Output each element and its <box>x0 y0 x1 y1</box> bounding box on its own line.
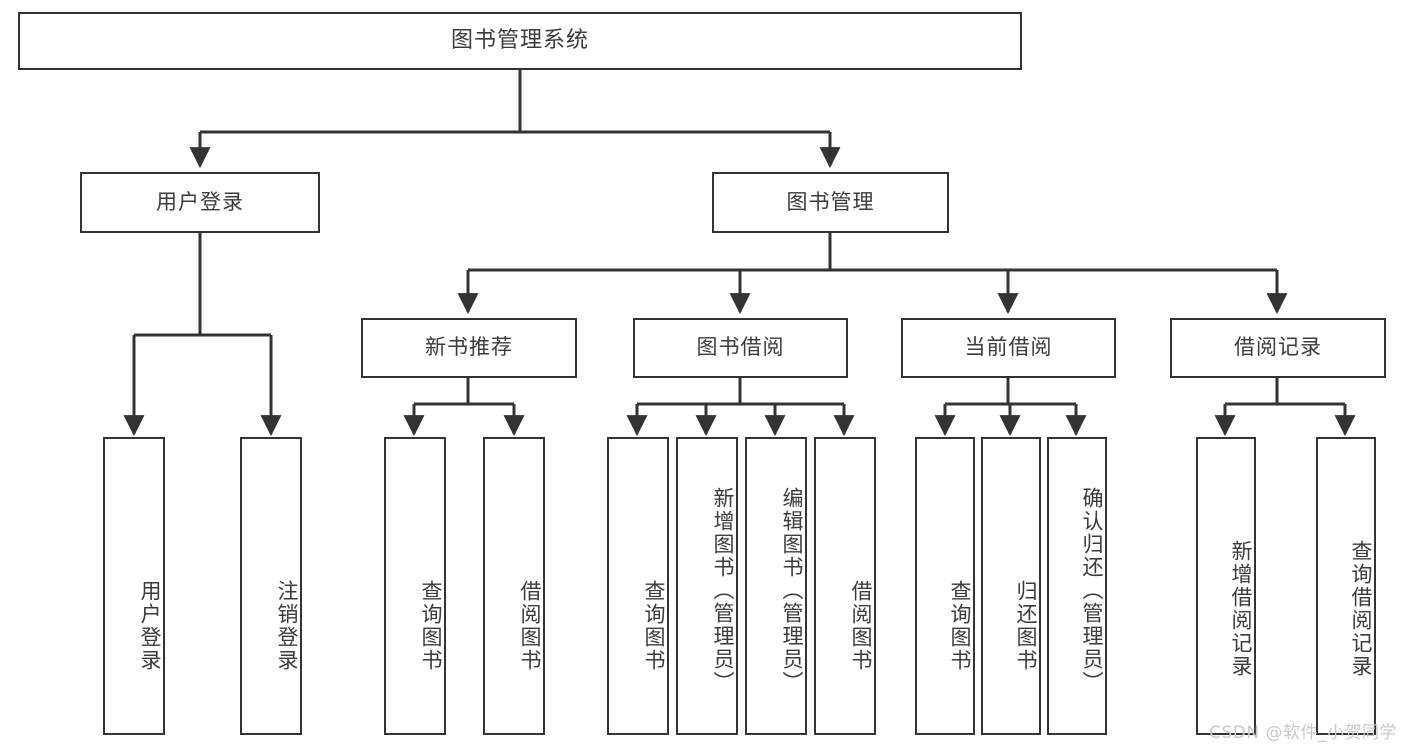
leaf-book-borrow-query[interactable]: 查询图书 <box>607 437 669 735</box>
leaf-current-borrow-confirm-return[interactable]: 确认归还（管理员） <box>1047 437 1107 735</box>
node-book-borrow[interactable]: 图书借阅 <box>633 318 848 378</box>
leaf-user-login-login[interactable]: 用户登录 <box>103 437 165 735</box>
leaf-borrow-record-query[interactable]: 查询借阅记录 <box>1316 437 1376 735</box>
node-borrow-record[interactable]: 借阅记录 <box>1170 318 1386 378</box>
watermark-credit: CSDN @软件_小贺同学 <box>1209 723 1397 743</box>
leaf-user-login-logout[interactable]: 注销登录 <box>240 437 302 735</box>
leaf-book-borrow-edit[interactable]: 编辑图书（管理员） <box>745 437 807 735</box>
leaf-new-book-query[interactable]: 查询图书 <box>384 437 446 735</box>
leaf-current-borrow-query[interactable]: 查询图书 <box>915 437 975 735</box>
node-new-book-recommend[interactable]: 新书推荐 <box>361 318 577 378</box>
leaf-current-borrow-return[interactable]: 归还图书 <box>981 437 1041 735</box>
node-current-borrow[interactable]: 当前借阅 <box>901 318 1116 378</box>
leaf-book-borrow-add[interactable]: 新增图书（管理员） <box>676 437 738 735</box>
leaf-new-book-borrow[interactable]: 借阅图书 <box>483 437 545 735</box>
node-user-login[interactable]: 用户登录 <box>80 172 320 233</box>
leaf-book-borrow-borrow[interactable]: 借阅图书 <box>814 437 876 735</box>
leaf-borrow-record-add[interactable]: 新增借阅记录 <box>1196 437 1256 735</box>
node-book-management[interactable]: 图书管理 <box>712 172 949 233</box>
node-root-system[interactable]: 图书管理系统 <box>18 12 1022 70</box>
